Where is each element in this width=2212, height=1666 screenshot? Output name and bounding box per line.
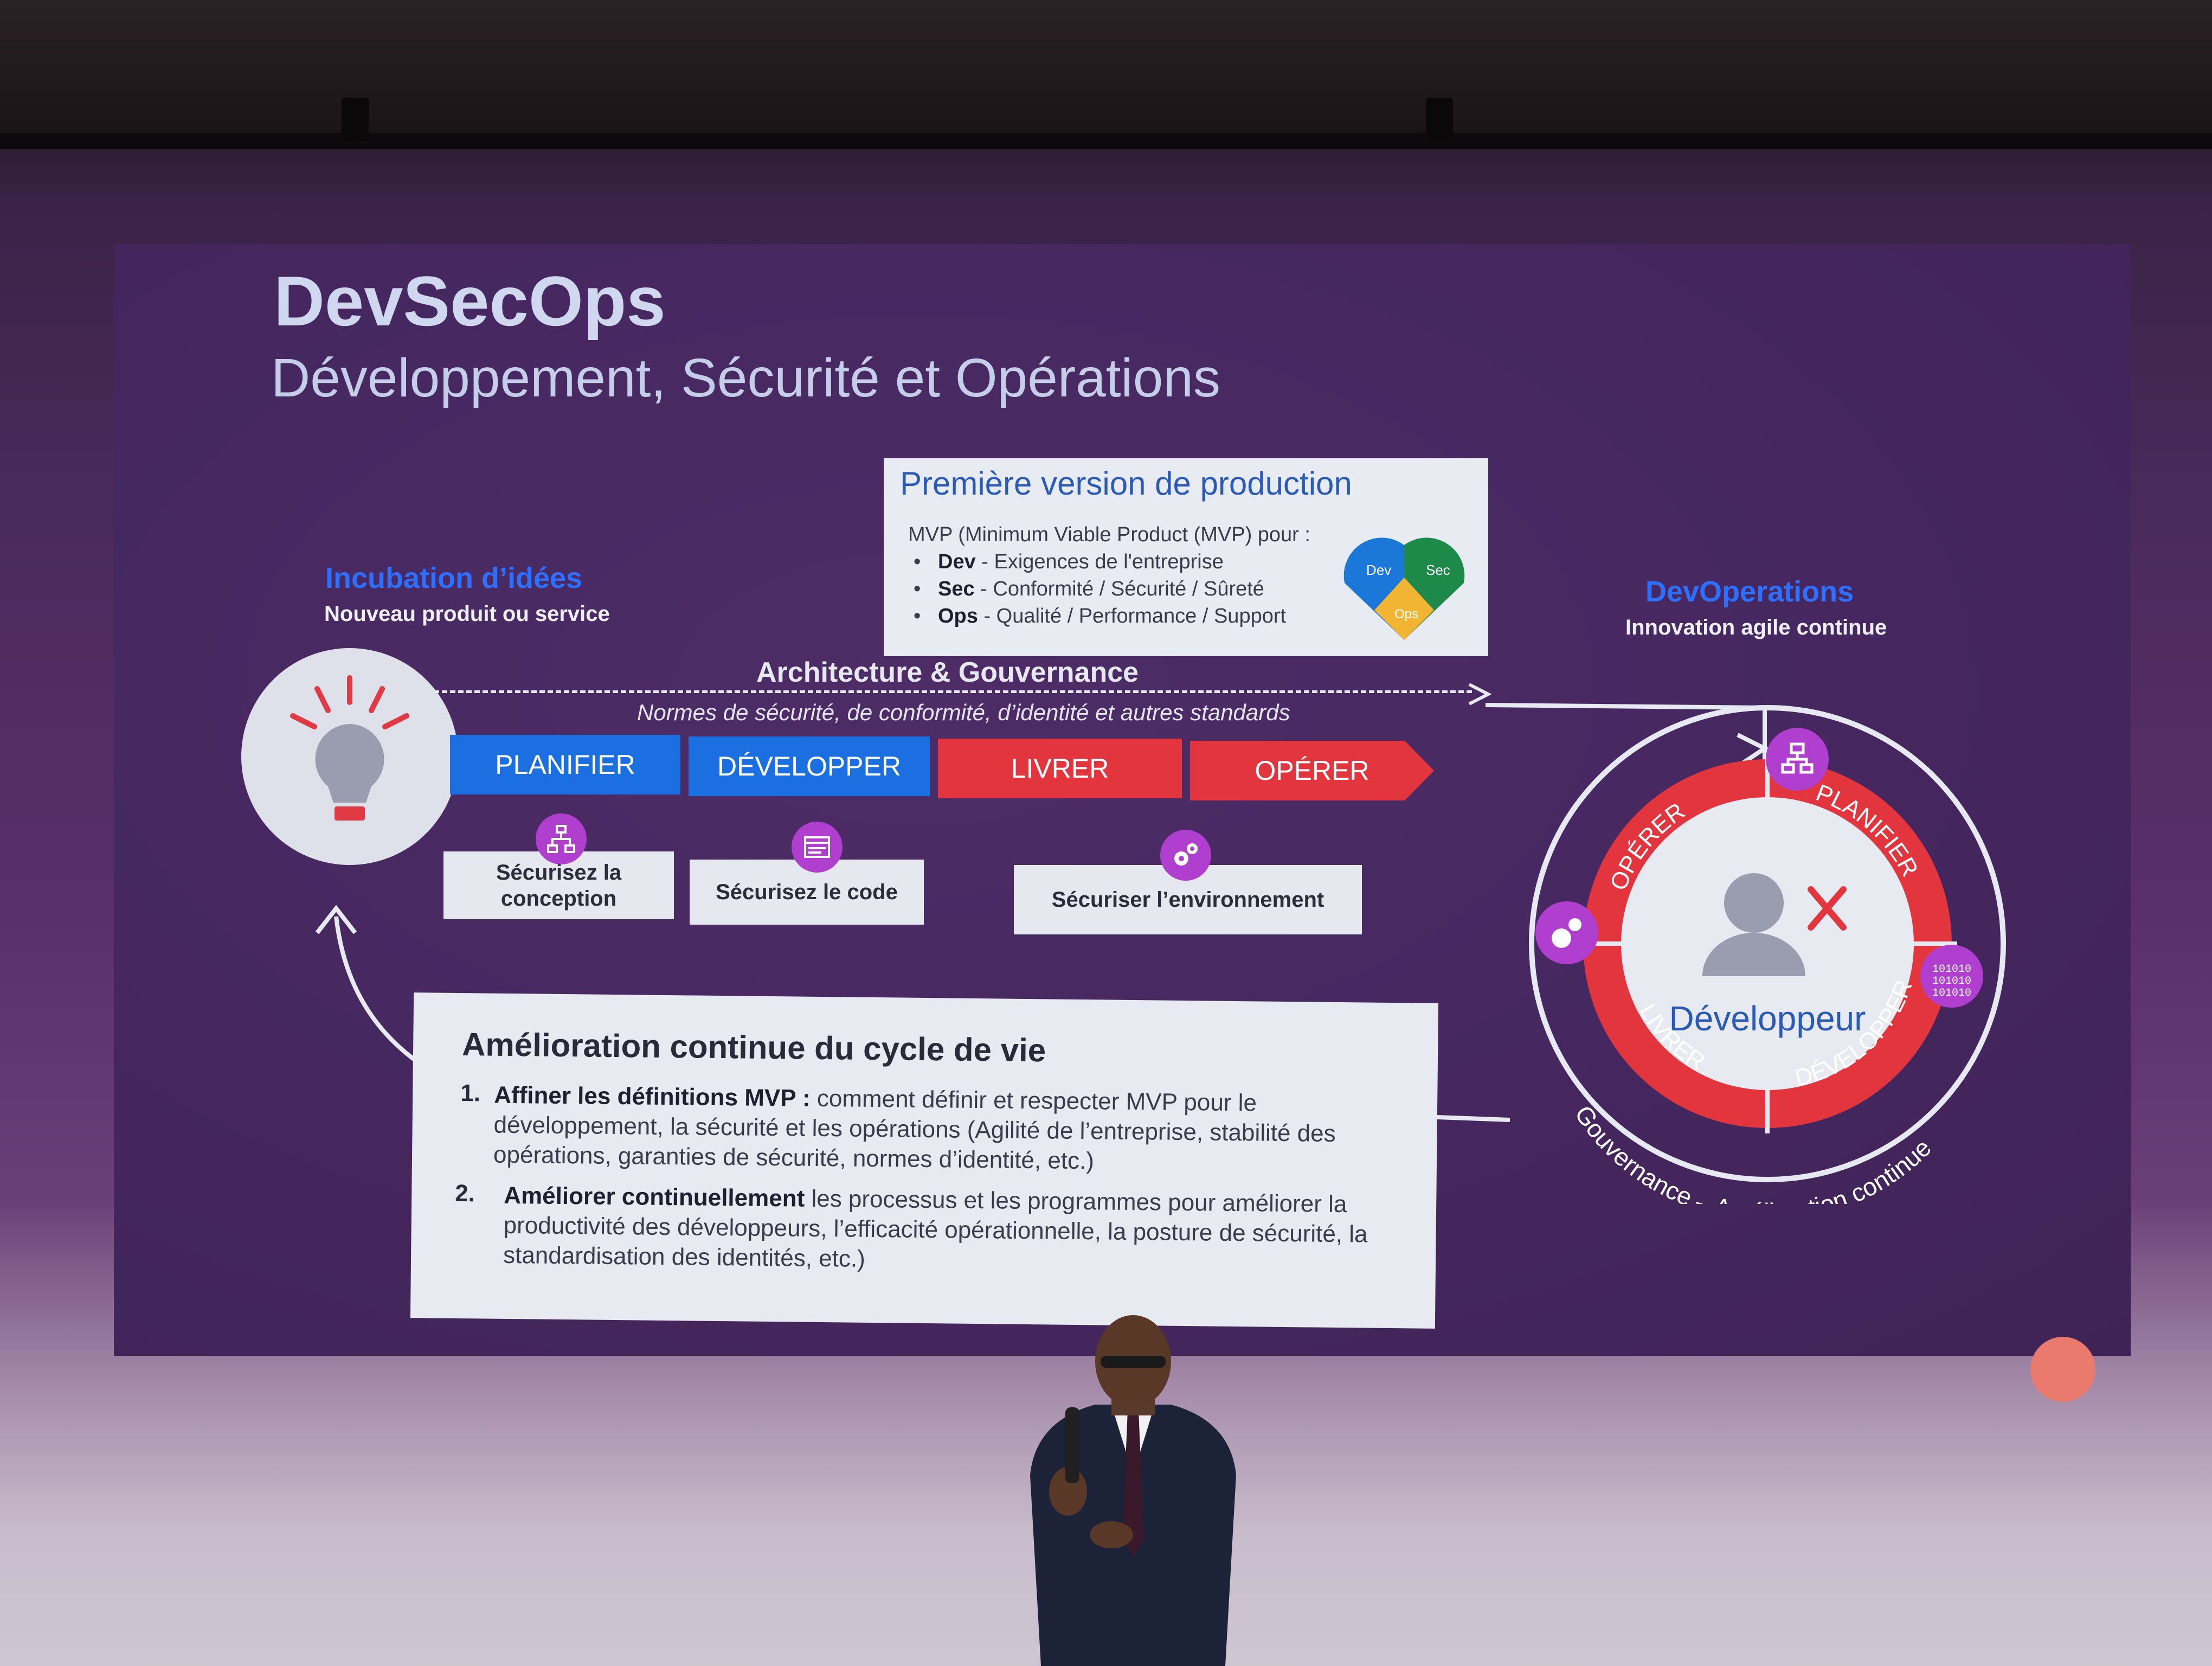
secure-design-box: Sécurisez la conception <box>443 851 674 919</box>
phase-operer: OPÉRER <box>1190 741 1434 800</box>
improvement-panel: Amélioration continue du cycle de vie 1.… <box>410 992 1439 1329</box>
incubation-subtitle: Nouveau produit ou service <box>324 602 610 626</box>
idea-circle <box>241 648 458 865</box>
code-icon <box>792 822 843 873</box>
gears-icon <box>1160 830 1211 881</box>
secure-code-box: Sécurisez le code <box>690 860 924 925</box>
architecture-title: Architecture & Gouvernance <box>756 657 1139 688</box>
slide-subtitle: Développement, Sécurité et Opérations <box>271 348 1220 408</box>
item-number: 2. <box>455 1180 475 1207</box>
improvement-title: Amélioration continue du cycle de vie <box>461 1026 1046 1069</box>
architecture-subtitle: Normes de sécurité, de conformité, d’ide… <box>637 700 1290 725</box>
improvement-item: Affiner les définitions MVP : comment dé… <box>493 1081 1336 1175</box>
devops-cycle-diagram: OPÉRER PLANIFIER LIVRER DÉVELOPPER Gouve… <box>1529 705 2006 1204</box>
mvp-intro: MVP (Minimum Viable Product (MVP) pour : <box>908 523 1310 546</box>
cycle-center-label: Développeur <box>1669 999 1866 1038</box>
item-number: 1. <box>460 1080 481 1107</box>
mvp-item: • Dev - Exigences de l'entreprise <box>914 550 1224 573</box>
governance-dashed-line <box>434 690 1472 693</box>
mvp-heading: Première version de production <box>900 465 1352 502</box>
mvp-item: • Ops - Qualité / Performance / Support <box>914 605 1287 627</box>
phase-developper: DÉVELOPPER <box>689 736 930 796</box>
svg-text:101010: 101010 <box>1932 975 1971 988</box>
improvement-item: Améliorer continuellement les processus … <box>503 1182 1368 1272</box>
projector-rail <box>0 133 2212 149</box>
devops-title: DevOperations <box>1645 575 1854 608</box>
mvp-item: • Sec - Conformité / Sécurité / Sûreté <box>914 578 1264 600</box>
slide-title: DevSecOps <box>274 261 666 341</box>
svg-text:Dev: Dev <box>1366 562 1391 578</box>
svg-text:Sec: Sec <box>1426 562 1450 578</box>
laser-pointer-dot <box>2030 1337 2095 1402</box>
presenter-figure <box>1030 1315 1236 1666</box>
incubation-title: Incubation d’idées <box>325 562 583 594</box>
devsecops-heart-icon: Dev Sec Ops <box>1343 537 1465 640</box>
svg-text:101010: 101010 <box>1932 963 1971 976</box>
devops-subtitle: Innovation agile continue <box>1625 616 1887 639</box>
rail-clamp <box>342 98 369 141</box>
ceiling <box>0 0 2212 136</box>
mvp-panel: Première version de production MVP (Mini… <box>884 458 1488 656</box>
lightbulb-icon <box>290 675 409 821</box>
rail-clamp <box>1426 98 1453 141</box>
phase-planifier: PLANIFIER <box>450 735 680 794</box>
svg-text:101010: 101010 <box>1932 987 1971 999</box>
binary-icon <box>1920 945 1983 1008</box>
developer-icon <box>1702 873 1847 976</box>
svg-text:Ops: Ops <box>1394 607 1418 621</box>
phase-livrer: LIVRER <box>938 739 1182 798</box>
hierarchy-icon <box>536 813 587 864</box>
